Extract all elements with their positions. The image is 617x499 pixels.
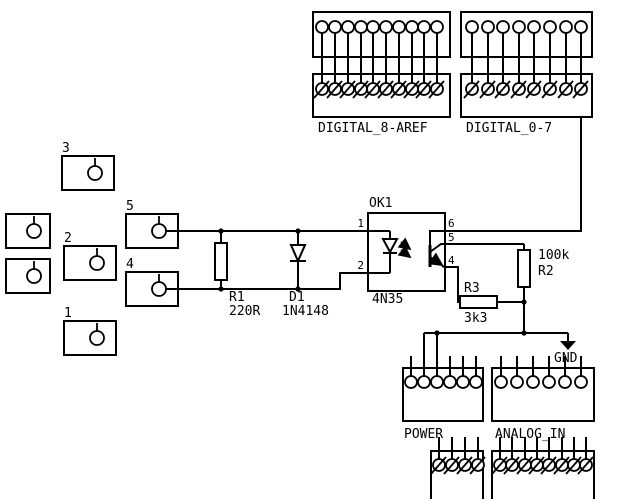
label-digital-0-7: DIGITAL_0-7	[466, 121, 552, 136]
r2-value: 100k	[538, 248, 569, 263]
pad5-label: 5	[126, 199, 134, 214]
led-icon	[381, 238, 399, 255]
pad-5: 5	[125, 199, 179, 249]
optocoupler-ok1: OK1 4N35 1 2 6 5 4	[357, 196, 455, 307]
pad-4: 4	[125, 257, 179, 307]
pad-hole-icon	[87, 157, 103, 181]
pad1-label: 1	[64, 306, 72, 321]
pad-hole-icon	[89, 322, 105, 346]
label-analog-in: ANALOG_IN	[495, 427, 565, 442]
diode-d1: D1 1N4148	[282, 231, 329, 319]
ok1-value: 4N35	[372, 292, 403, 307]
ok1-pin2-num: 2	[357, 259, 364, 272]
r3-ref: R3	[464, 281, 480, 296]
pad3-label: 3	[62, 141, 70, 156]
r2-ref: R2	[538, 264, 554, 279]
resistor-r2: 100k R2	[517, 244, 569, 288]
connector-power-ext	[430, 436, 486, 499]
connector-digital-8-aref: DIGITAL_8-AREF	[312, 11, 451, 136]
pad-1: 1	[63, 306, 117, 356]
ok1-pin6-num: 6	[448, 217, 455, 230]
d1-ref: D1	[289, 290, 305, 305]
pad-aux-1	[5, 213, 51, 249]
pad2-label: 2	[64, 231, 72, 246]
pad-hole-icon	[89, 247, 105, 271]
pad-hole-icon	[26, 260, 42, 284]
resistor-r1: R1 220R	[214, 231, 260, 319]
r3-value: 3k3	[464, 311, 487, 326]
connector-analog-ext	[491, 436, 595, 499]
ok1-pin5-num: 5	[448, 231, 455, 244]
ok1-pin4-num: 4	[448, 254, 455, 267]
r1-value: 220R	[229, 304, 260, 319]
photon-arrow-icon	[397, 245, 412, 259]
r1-ref: R1	[229, 290, 245, 305]
wires	[166, 117, 582, 356]
pad-hole-icon	[151, 215, 167, 239]
pad-3: 3	[61, 141, 115, 191]
pad-2: 2	[63, 231, 117, 281]
pad-hole-icon	[151, 273, 167, 297]
ok1-pin1-num: 1	[357, 217, 364, 230]
connector-digital-0-7: DIGITAL_0-7	[460, 11, 593, 136]
pad-hole-icon	[26, 215, 42, 239]
resistor-r3: R3 3k3	[459, 281, 498, 326]
label-digital-8-aref: DIGITAL_8-AREF	[318, 121, 428, 136]
connector-power: POWER	[402, 355, 484, 442]
ok1-ref: OK1	[369, 196, 392, 211]
label-power: POWER	[404, 427, 443, 442]
d1-value: 1N4148	[282, 304, 329, 319]
photon-arrow-icon	[397, 237, 412, 251]
connector-analog-in: ANALOG_IN	[491, 355, 595, 442]
pad-aux-2	[5, 258, 51, 294]
pad4-label: 4	[126, 257, 134, 272]
